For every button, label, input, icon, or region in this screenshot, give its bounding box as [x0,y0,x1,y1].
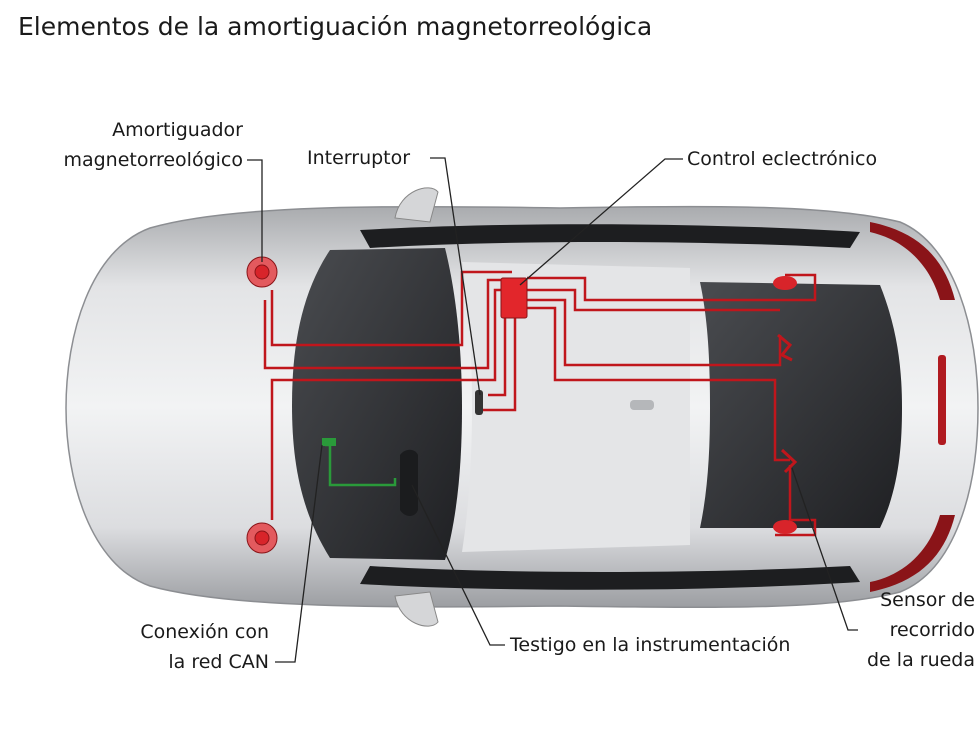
label-sensor-line1: Sensor de [880,589,975,611]
can-connector [322,438,336,446]
side-window-top [360,224,860,248]
instrument-cluster [400,449,418,516]
rear-light-bar [938,355,946,445]
label-amortiguador-line1: Amortiguador [112,119,243,141]
label-control-electronico: Control eclectrónico [687,148,878,170]
diagram-title: Elementos de la amortiguación magnetorre… [18,12,653,41]
rear-window [700,282,902,528]
fuel-cap [630,400,654,410]
side-window-bottom [360,566,860,590]
label-amortiguador-line2: magnetorreológico [63,149,243,171]
damper-rear-bottom [773,520,797,534]
mirror-top [394,187,439,223]
tail-light-top [870,222,955,300]
control-unit [500,277,528,319]
mirror-bottom [394,591,439,627]
damper-rear-top [773,276,797,290]
wiring-harness [263,270,817,537]
label-amortiguador: Amortiguador magnetorreológico [63,115,243,175]
sensor-rear-top [777,333,793,362]
windshield [292,248,462,560]
label-can: Conexión con la red CAN [140,617,269,677]
label-sensor-line3: de la rueda [867,649,975,671]
switch [475,390,483,415]
tail-light-bottom [870,515,955,592]
roof [462,262,690,552]
label-can-line1: Conexión con [140,621,269,643]
sensor-rear-bottom [780,448,798,474]
damper-front-bottom [246,522,278,554]
label-can-line2: la red CAN [168,651,269,673]
label-interruptor: Interruptor [307,147,411,169]
label-testigo: Testigo en la instrumentación [510,634,791,656]
label-sensor: Sensor de recorrido de la rueda [867,585,975,675]
leader-lines [247,157,858,663]
label-sensor-line2: recorrido [889,619,975,641]
